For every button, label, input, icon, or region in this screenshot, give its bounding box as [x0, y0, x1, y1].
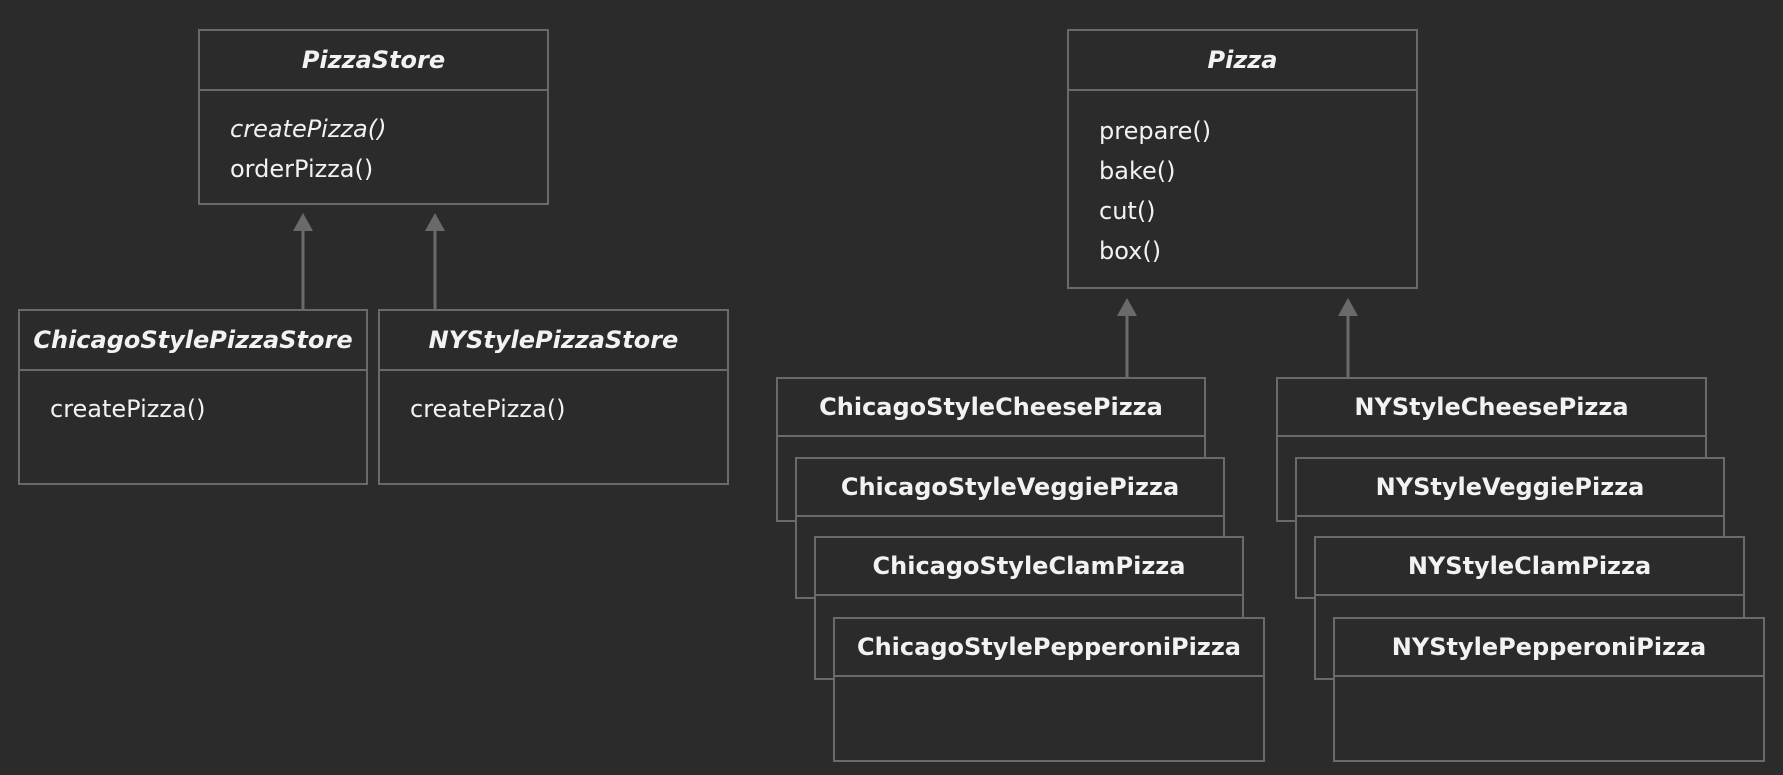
- chicago-pizza-inherits-arrow: [1117, 298, 1137, 377]
- pizza-method-prepare: prepare(): [1099, 117, 1212, 145]
- ny-clam-pizza-class-name: NYStyleClamPizza: [1316, 538, 1743, 596]
- pizzastore-method-order-pizza: orderPizza(): [230, 155, 374, 183]
- chicago-veggie-pizza-class-name: ChicagoStyleVeggiePizza: [797, 459, 1223, 517]
- ny-pizzastore-method-create-pizza: createPizza(): [410, 395, 566, 423]
- chicago-pizzastore-inherits-arrow: [293, 213, 313, 309]
- ny-cheese-pizza-class-name: NYStyleCheesePizza: [1278, 379, 1705, 437]
- pizza-method-box: box(): [1099, 237, 1162, 265]
- chicago-cheese-pizza-class-name: ChicagoStyleCheesePizza: [778, 379, 1204, 437]
- pizza-method-cut: cut(): [1099, 197, 1156, 225]
- chicago-pizzastore-class-name: ChicagoStylePizzaStore: [20, 311, 366, 371]
- ny-pizzastore-methods: createPizza(): [380, 371, 727, 429]
- chicago-pizzastore-method-create-pizza: createPizza(): [50, 395, 206, 423]
- chicago-pepperoni-pizza-class: ChicagoStylePepperoniPizza: [833, 617, 1265, 762]
- pizza-class: Pizza prepare() bake() cut() box(): [1067, 29, 1418, 289]
- pizzastore-method-create-pizza: createPizza(): [230, 115, 387, 143]
- pizza-method-bake: bake(): [1099, 157, 1176, 185]
- ny-pepperoni-pizza-class: NYStylePepperoniPizza: [1333, 617, 1765, 762]
- pizzastore-methods: createPizza() orderPizza(): [200, 91, 547, 189]
- ny-pizzastore-inherits-arrow: [425, 213, 445, 309]
- pizza-methods: prepare() bake() cut() box(): [1069, 91, 1416, 271]
- pizzastore-class: PizzaStore createPizza() orderPizza(): [198, 29, 549, 205]
- chicago-clam-pizza-class-name: ChicagoStyleClamPizza: [816, 538, 1242, 596]
- chicago-pizzastore-methods: createPizza(): [20, 371, 366, 429]
- ny-pizzastore-class-name: NYStylePizzaStore: [380, 311, 727, 371]
- ny-pizza-inherits-arrow: [1338, 298, 1358, 377]
- ny-veggie-pizza-class-name: NYStyleVeggiePizza: [1297, 459, 1723, 517]
- chicago-pizzastore-class: ChicagoStylePizzaStore createPizza(): [18, 309, 368, 485]
- ny-pizzastore-class: NYStylePizzaStore createPizza(): [378, 309, 729, 485]
- ny-pepperoni-pizza-class-name: NYStylePepperoniPizza: [1335, 619, 1763, 677]
- chicago-pepperoni-pizza-class-name: ChicagoStylePepperoniPizza: [835, 619, 1263, 677]
- pizzastore-class-name: PizzaStore: [200, 31, 547, 91]
- pizza-class-name: Pizza: [1069, 31, 1416, 91]
